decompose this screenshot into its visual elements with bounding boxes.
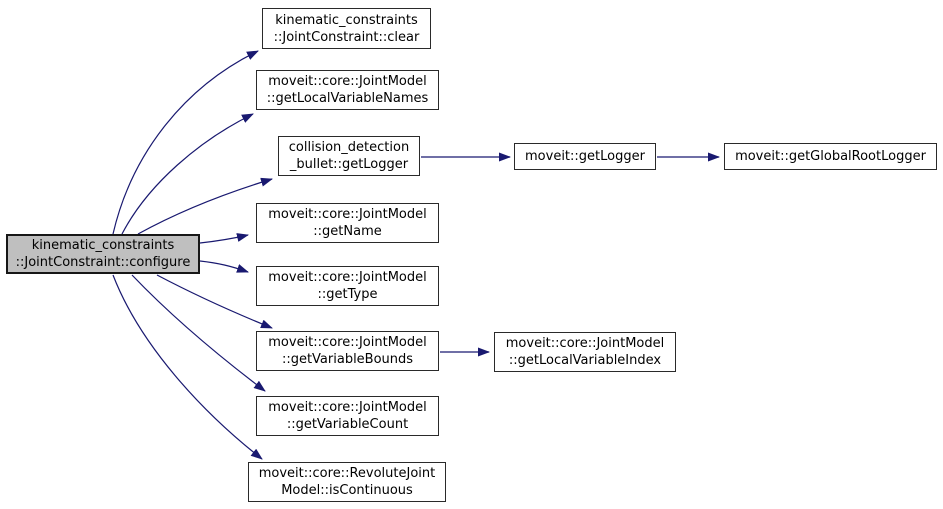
node-label-line: ::getLocalVariableNames [266, 91, 429, 106]
edge-configure-to-clear [112, 50, 259, 235]
node-label-line: ::getName [313, 224, 382, 239]
node-get-name[interactable]: moveit::core::JointModel ::getName [256, 203, 439, 243]
node-joint-constraint-configure: kinematic_constraints ::JointConstraint:… [6, 234, 200, 274]
node-label-line: ::getVariableCount [286, 417, 409, 432]
node-label-line: moveit::core::JointModel [268, 400, 427, 415]
node-label-line: Model::isContinuous [281, 483, 413, 498]
node-label-line: moveit::core::JointModel [268, 74, 427, 89]
node-joint-constraint-clear[interactable]: kinematic_constraints ::JointConstraint:… [262, 8, 431, 49]
node-label-line: ::getType [317, 287, 378, 302]
node-is-continuous[interactable]: moveit::core::RevoluteJoint Model::isCon… [248, 462, 446, 502]
node-label-line: ::getLocalVariableIndex [508, 353, 662, 368]
node-get-local-variable-index[interactable]: moveit::core::JointModel ::getLocalVaria… [494, 332, 676, 372]
edge-configure-to-get-type [199, 260, 249, 273]
node-moveit-get-logger[interactable]: moveit::getLogger [514, 143, 656, 170]
node-get-type[interactable]: moveit::core::JointModel ::getType [256, 266, 439, 306]
edge-configure-to-get-variable-bounds [156, 274, 273, 329]
node-get-variable-count[interactable]: moveit::core::JointModel ::getVariableCo… [256, 396, 439, 436]
node-label-line: kinematic_constraints [275, 12, 418, 28]
edge-configure-to-is-continuous [112, 274, 263, 460]
node-label-line: moveit::core::JointModel [268, 335, 427, 350]
node-label-line: moveit::getLogger [525, 149, 645, 164]
node-label-line: kinematic_constraints [31, 238, 175, 253]
edge-configure-to-bullet-get-logger [137, 177, 273, 235]
node-label-line: collision_detection [288, 140, 410, 155]
node-label-line: ::getVariableBounds [281, 352, 414, 367]
edge-configure-to-get-variable-count [131, 274, 266, 392]
node-label-line: moveit::core::RevoluteJoint [258, 466, 436, 481]
edge-configure-to-get-name [199, 233, 249, 244]
node-label-line: moveit::getGlobalRootLogger [735, 149, 926, 164]
node-get-global-root-logger[interactable]: moveit::getGlobalRootLogger [724, 143, 937, 170]
node-label-line: moveit::core::JointModel [268, 270, 427, 285]
node-label-line: moveit::core::JointModel [268, 207, 427, 222]
node-label-line: ::JointConstraint::clear [273, 29, 420, 45]
node-label-line: _bullet::getLogger [289, 157, 409, 172]
node-bullet-get-logger[interactable]: collision_detection _bullet::getLogger [278, 136, 420, 176]
node-label-line: ::JointConstraint::configure [15, 255, 191, 270]
edge-configure-to-get-local-variable-names [121, 113, 254, 235]
node-get-local-variable-names[interactable]: moveit::core::JointModel ::getLocalVaria… [256, 70, 439, 110]
node-label-line: moveit::core::JointModel [505, 336, 665, 351]
node-get-variable-bounds[interactable]: moveit::core::JointModel ::getVariableBo… [256, 331, 439, 371]
